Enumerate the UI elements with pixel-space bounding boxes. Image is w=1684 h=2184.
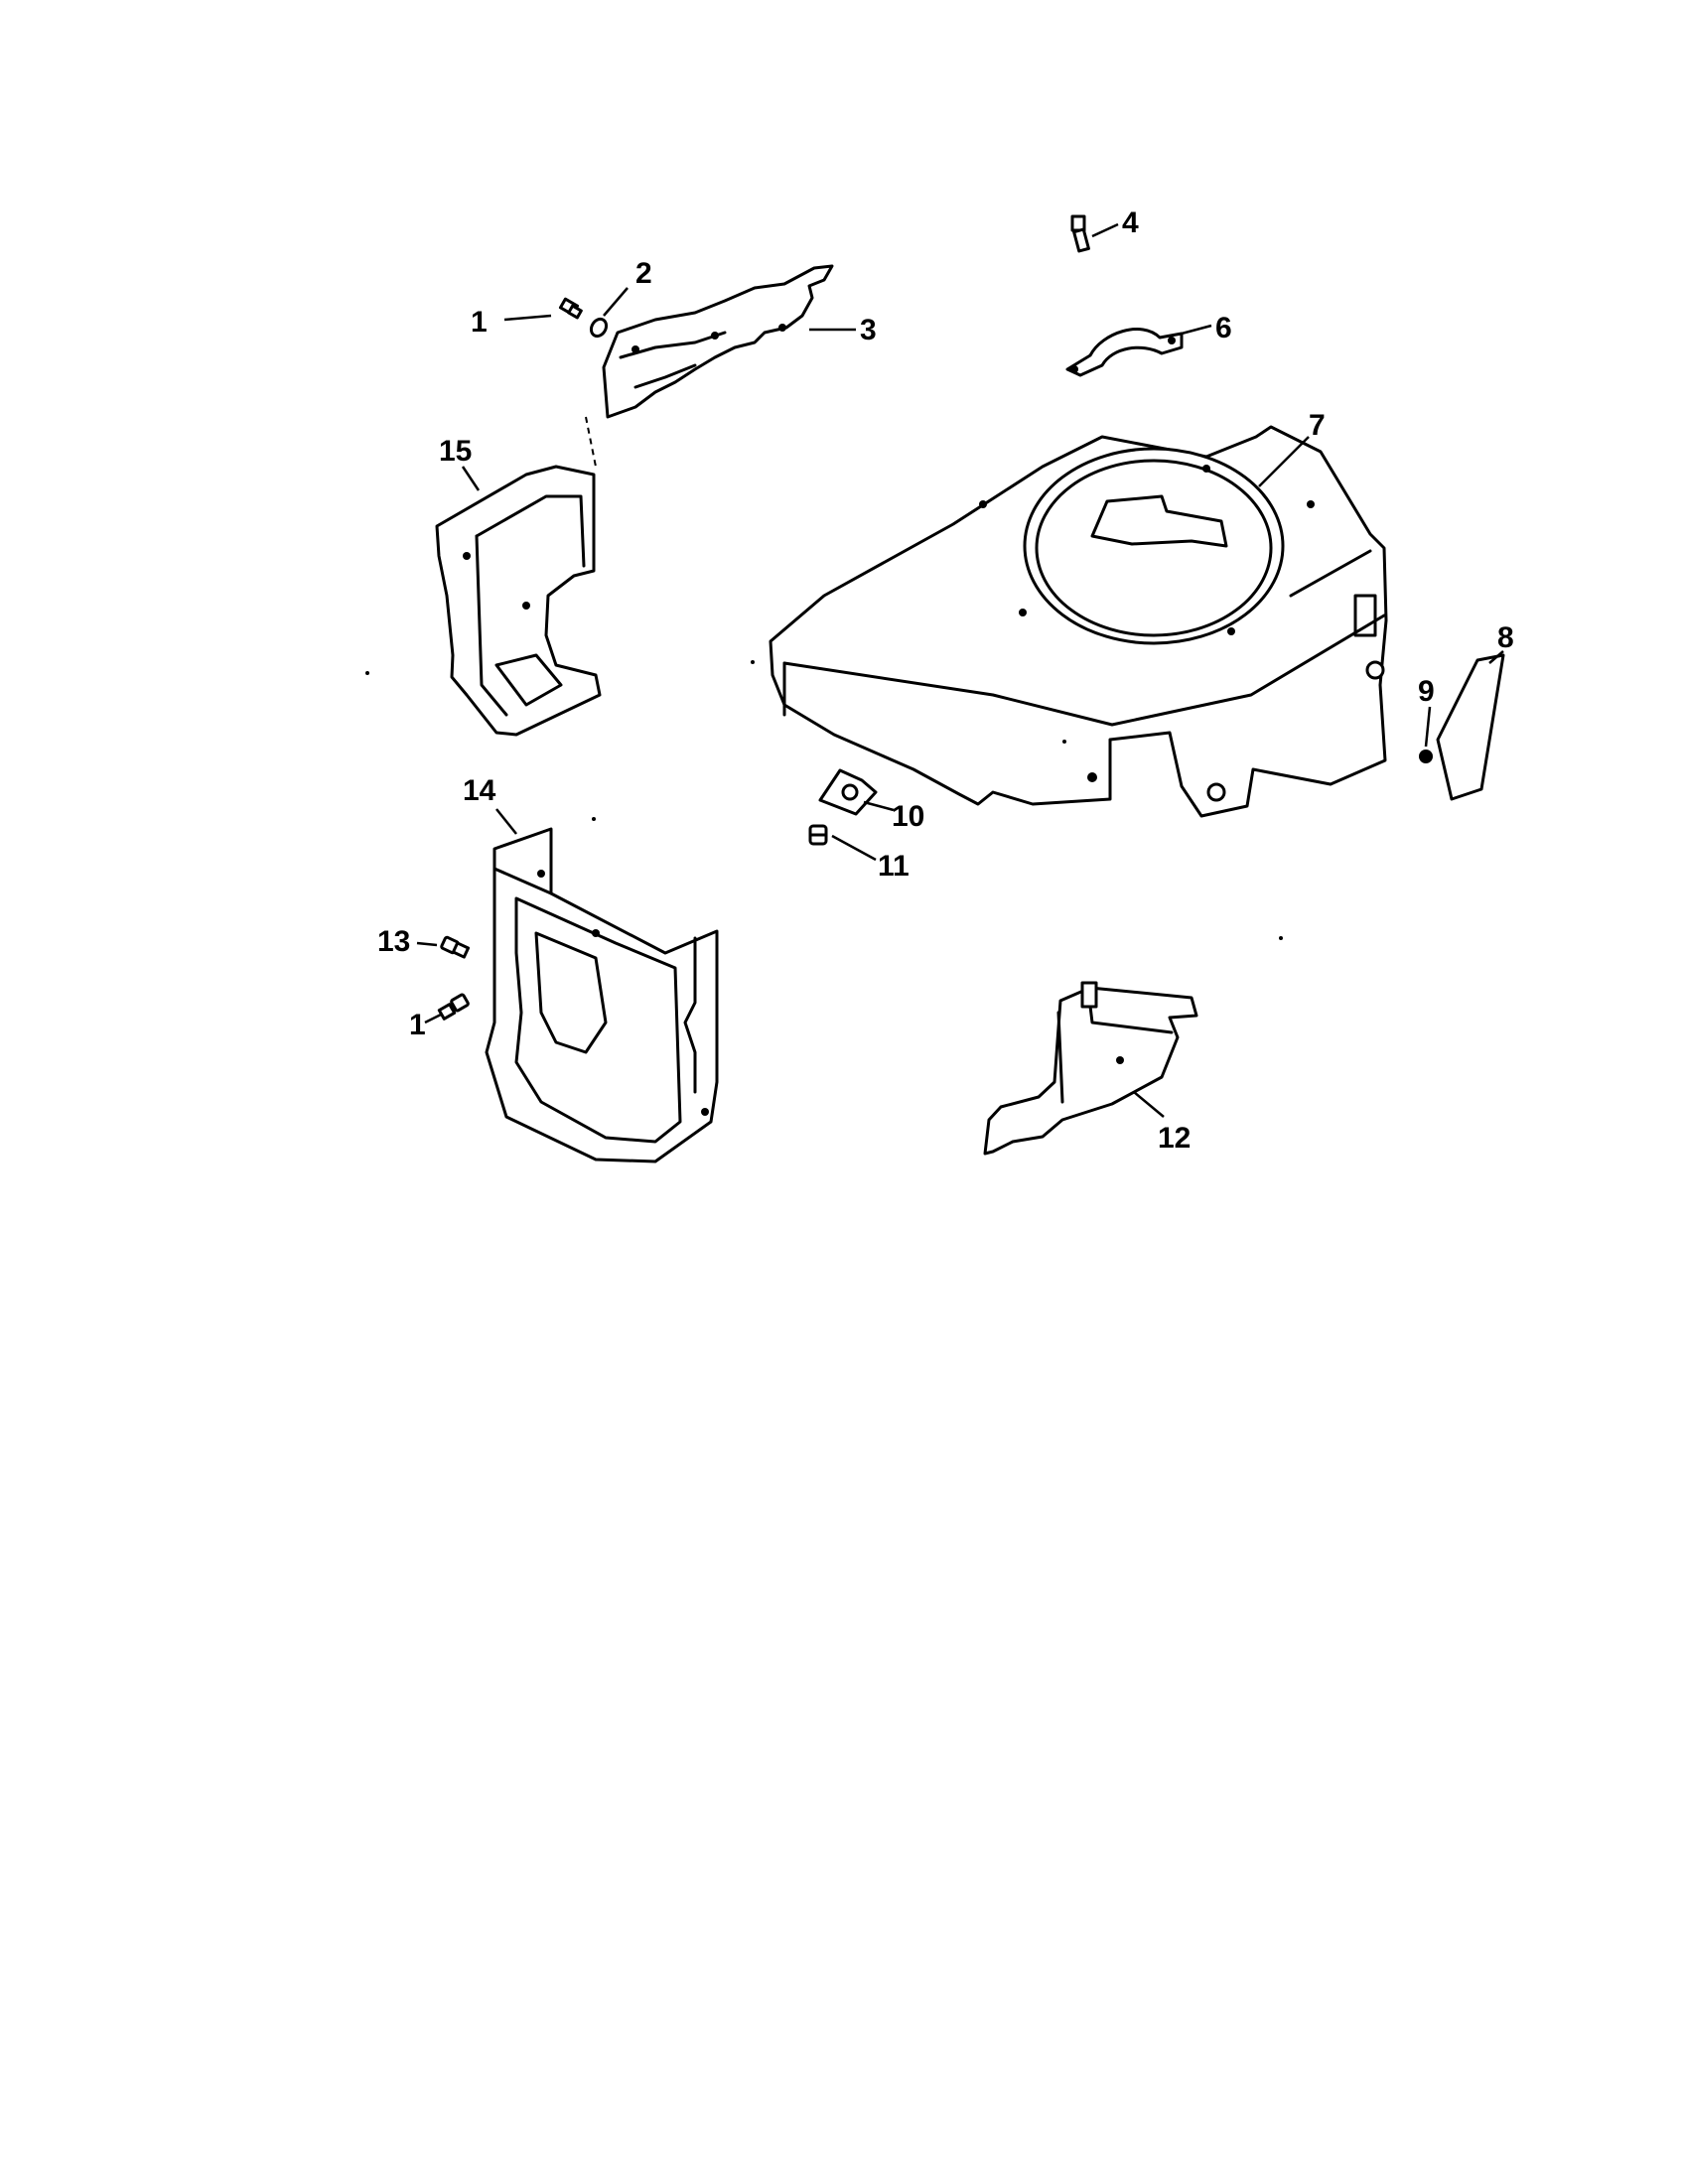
callout-1-top: 1	[471, 306, 488, 339]
screw-part-13	[440, 935, 471, 959]
washer-part-2	[589, 317, 609, 339]
leader-11	[831, 834, 877, 862]
callout-1-bottom: 1	[409, 1009, 426, 1041]
callout-15: 15	[439, 435, 472, 468]
screw-part-1-bottom	[437, 993, 470, 1021]
leader-1-top	[503, 314, 552, 322]
leader-8	[1488, 650, 1504, 664]
clip-part-10	[818, 768, 878, 816]
leader-6	[1181, 324, 1212, 336]
blower-housing-part-7	[769, 425, 1388, 818]
clamp-part-6	[1065, 328, 1184, 377]
screw-part-1-top	[558, 297, 583, 320]
leader-15	[461, 466, 481, 491]
callout-2: 2	[635, 257, 652, 290]
leader-13	[416, 941, 438, 947]
screw-part-9	[1419, 750, 1433, 763]
callout-10: 10	[892, 800, 924, 833]
callout-12: 12	[1158, 1122, 1191, 1155]
leader-4	[1091, 222, 1119, 238]
nut-part-11	[808, 824, 828, 846]
callout-4: 4	[1122, 206, 1139, 239]
callout-6: 6	[1215, 312, 1232, 344]
leader-9	[1424, 706, 1432, 748]
scan-speck	[365, 671, 369, 675]
callout-7: 7	[1309, 409, 1326, 442]
scan-speck	[751, 660, 755, 664]
baffle-part-12	[983, 981, 1198, 1156]
bracket-part-3	[602, 264, 834, 419]
callout-11: 11	[878, 850, 910, 883]
leader-2	[603, 287, 629, 317]
guard-part-15	[435, 416, 602, 737]
callout-9: 9	[1418, 675, 1435, 708]
callout-8: 8	[1497, 621, 1514, 654]
leader-12	[1133, 1091, 1165, 1118]
scan-speck	[1062, 740, 1066, 744]
callout-3: 3	[860, 314, 877, 346]
scan-speck	[1279, 936, 1283, 940]
leader-14	[495, 808, 517, 835]
leader-10	[863, 800, 895, 812]
callout-14: 14	[463, 774, 496, 807]
scan-speck	[592, 817, 596, 821]
cover-plate-part-8	[1436, 653, 1505, 801]
bolt-part-4	[1070, 214, 1090, 253]
leader-7	[1258, 436, 1310, 487]
callout-13: 13	[377, 925, 410, 958]
leader-1-bottom	[424, 1013, 442, 1024]
shroud-part-14	[485, 827, 719, 1163]
